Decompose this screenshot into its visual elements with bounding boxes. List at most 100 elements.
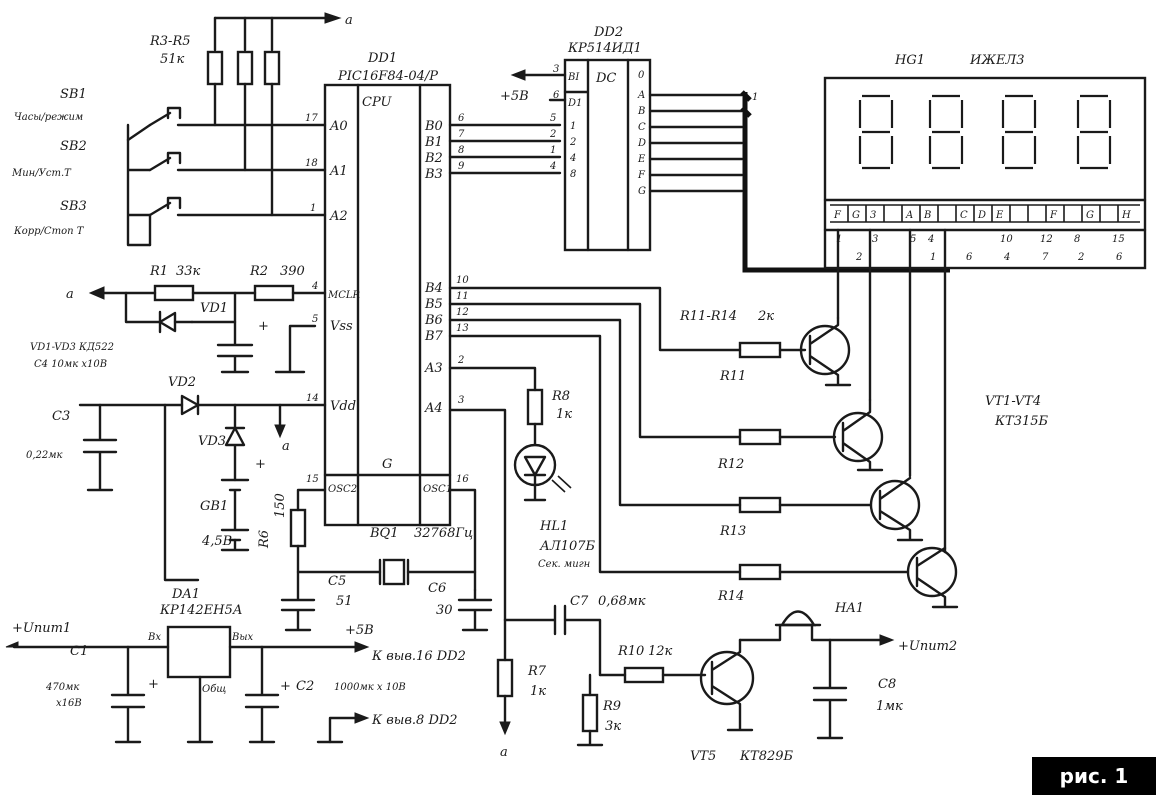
resistor-r2 [253,284,295,302]
svg-text:5: 5 [312,314,318,325]
r6-label: R6 [257,530,272,549]
svg-text:10: 10 [1000,234,1013,245]
decoder-block: DC [595,71,616,86]
svg-text:7: 7 [458,129,465,140]
display-pin-row: F G 3 A B C D E F G H [830,204,1140,223]
sb1-label: SB1 [60,87,87,102]
bq1-value: 32768Гц [414,526,473,541]
da1-label: DA1 [171,587,200,602]
gb1-label: GB1 [200,499,228,514]
svg-text:C: C [638,122,646,133]
svg-text:+: + [258,319,269,334]
svg-text:4: 4 [569,153,576,164]
crystal-bq1 [382,558,406,586]
switch-sb1 [148,106,327,127]
vd3-label: VD3 [198,434,226,449]
svg-text:3: 3 [872,234,878,245]
cpu-pin-b6: B6 [424,313,443,328]
capacitor-c2 [244,645,280,744]
r14-label: R14 [717,589,744,604]
cpu-pin-b1: B1 [424,135,443,150]
u-pit2-label: +Uпит2 [898,639,957,654]
cpu-pin-b7: B7 [424,329,444,344]
cpu-pin-a1: A1 [329,164,348,179]
capacitor-c6 [457,588,493,632]
regulator-body [166,625,232,679]
switch-sb2 [148,151,327,172]
svg-text:15: 15 [1112,234,1125,245]
svg-text:15: 15 [306,474,319,485]
capacitor-c5 [280,570,316,632]
seconds-led: R8 1к HL1 АЛ107Б Сек. мигн [448,366,596,570]
capacitor-c7 [503,604,602,677]
resistor-r12 [738,428,782,446]
net-a-label-left: a [66,287,74,302]
svg-text:D: D [977,210,986,221]
reg-out: Вых [231,632,253,643]
svg-text:6: 6 [553,90,560,101]
c7-label: C7 [570,594,589,609]
battery-gb1 [220,478,250,542]
resistor-r13 [738,496,782,514]
vd1-label: VD1 [200,301,228,316]
capacitor-c1 [110,645,146,744]
svg-text:+: + [255,457,266,472]
arrow-icon [324,12,342,24]
r7-value: 1к [530,684,546,699]
vt-note-1: VT1-VT4 [985,394,1041,409]
svg-text:G: G [1086,210,1094,221]
reg-gnd: Общ [202,684,226,695]
u-pit1-label: +Uпит1 [12,621,71,636]
digit-3 [1001,94,1037,170]
svg-text:6: 6 [458,113,465,124]
display-name: HG1 [894,53,925,68]
svg-text:13: 13 [456,323,469,334]
svg-text:1: 1 [310,203,316,214]
plus5-label: +5В [345,623,374,638]
digit-2 [928,94,964,170]
svg-text:C: C [960,210,968,221]
capacitor-c8 [812,638,848,740]
display-body [823,76,1147,270]
arrow-icon [510,69,526,81]
display-part: ИЖЕЛ3 [969,53,1025,68]
cpu-pin-osc2: OSC2 [328,484,357,495]
capacitor-c4 [216,320,254,374]
svg-text:D1: D1 [567,98,582,109]
switch-sb3 [148,196,327,217]
svg-text:BI: BI [567,72,580,83]
decoder-body [563,58,652,252]
cpu-clock-block: G [382,457,392,472]
transistor-vt3 [869,476,924,542]
svg-text:B: B [637,106,645,117]
reset-network: a R1 33к R2 390 VD1 + VD1-VD3 КД522 C4 1… [30,264,327,374]
svg-text:H: H [1121,210,1131,221]
diode-vd2 [180,394,200,416]
cpu-pin-vdd: Vdd [330,399,356,414]
decoder-supply: +5В [500,89,529,104]
r11-label: R11 [719,369,746,384]
svg-text:4: 4 [1003,252,1010,263]
sb3-text: Корр/Стоп Т [13,226,85,237]
svg-text:A: A [905,210,913,221]
arrow-icon [354,712,370,724]
cpu-pin-mclr: MCLR [327,290,361,301]
r7-label: R7 [527,664,547,679]
digit-drivers: R11-R14 2к R11 R12 R13 R14 VT1- [448,286,1049,609]
r11-r14-value: 2к [757,309,774,324]
supply-network: VD2 C3 0,22мк VD3 + GB1 4,5В a [26,375,327,582]
cpu-pin-osc1: OSC1 [423,484,452,495]
cpu-pin-vss: Vss [330,319,353,334]
c2-value: 1000мк х 10В [334,682,406,693]
svg-text:16: 16 [456,474,469,485]
cpu-pin-a4: A4 [424,401,443,416]
svg-text:1: 1 [550,145,556,156]
digit-1 [858,94,894,170]
resistor-r5 [263,50,281,86]
cpu-name: DD1 [367,51,397,66]
cpu-part: PIC16F84-04/P [337,69,438,84]
cpu-pin-b2: B2 [424,151,443,166]
r3-r5-label: R3-R5 [149,34,191,49]
c1-label: C1 [70,644,88,659]
bq1-label: BQ1 [369,526,398,541]
